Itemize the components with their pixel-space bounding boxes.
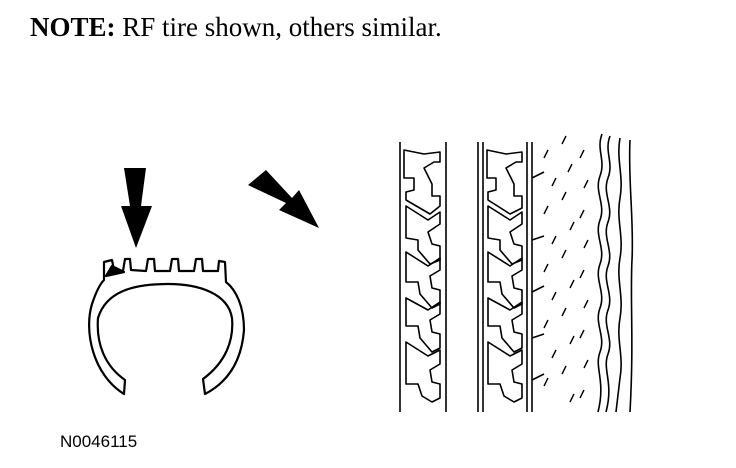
arrow-diagonal-icon bbox=[248, 170, 319, 228]
note-label: NOTE: bbox=[30, 12, 116, 42]
tire-cross-section bbox=[89, 259, 244, 394]
tread-closeup bbox=[400, 134, 632, 412]
figure-code: N0046115 bbox=[60, 432, 138, 451]
note-body: RF tire shown, others similar. bbox=[115, 12, 442, 42]
note-text: NOTE: RF tire shown, others similar. bbox=[30, 14, 442, 41]
arrow-down-icon bbox=[121, 168, 152, 248]
